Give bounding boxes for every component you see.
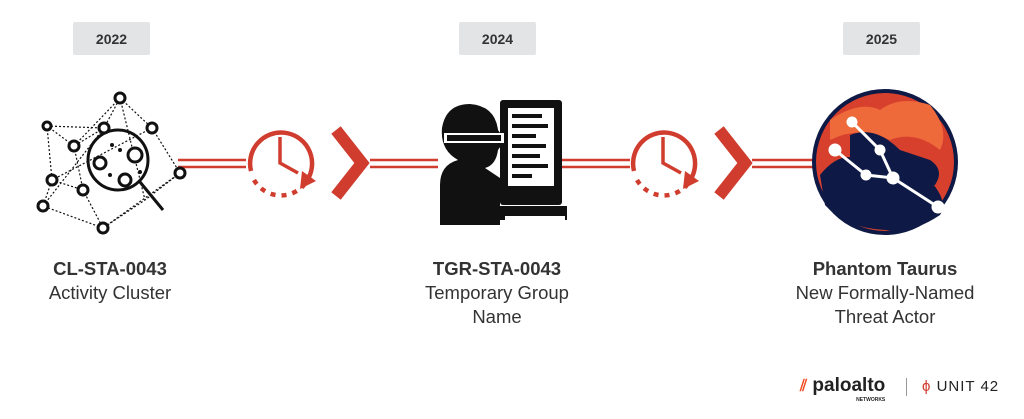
stage-title: Phantom Taurus: [812, 258, 958, 279]
stage-subtitle: Temporary Group Name: [425, 282, 569, 327]
network-cluster-icon: [36, 91, 187, 235]
stage-subtitle: New Formally-Named Threat Actor: [795, 282, 975, 327]
year-badge-2025: 2025: [843, 22, 920, 55]
unit42-mark-icon: ϕ: [922, 378, 932, 395]
hacker-computer-icon: [440, 100, 567, 225]
paloalto-wordmark: paloalto: [812, 375, 886, 396]
paloalto-mark-icon: ⫽: [800, 378, 808, 395]
year-badge-2024: 2024: [459, 22, 536, 55]
stage-title: CL-STA-0043: [53, 258, 167, 279]
logo-divider: [906, 378, 907, 396]
clock-icon: [247, 130, 316, 198]
unit42-wordmark: UNIT 42: [936, 378, 1000, 395]
paloalto-sub: NETWORKS: [856, 397, 886, 403]
paloalto-logo: ⫽ paloalto NETWORKS: [800, 375, 886, 403]
stage-subtitle: Activity Cluster: [48, 282, 172, 303]
taurus-emblem-icon: [812, 89, 958, 235]
unit42-logo: ϕ UNIT 42: [922, 378, 999, 395]
stage-label-2024: TGR-STA-0043 Temporary Group Name: [377, 257, 617, 329]
year-badge-2022: 2022: [73, 22, 150, 55]
chevron-right-icon: [714, 126, 753, 200]
chevron-right-icon: [331, 126, 370, 200]
stage-title: TGR-STA-0043: [432, 258, 562, 279]
clock-icon: [630, 130, 699, 198]
connector-line: [178, 158, 815, 169]
stage-label-2022: CL-STA-0043 Activity Cluster: [0, 257, 230, 305]
stage-label-2025: Phantom Taurus New Formally-Named Threat…: [765, 257, 1005, 329]
